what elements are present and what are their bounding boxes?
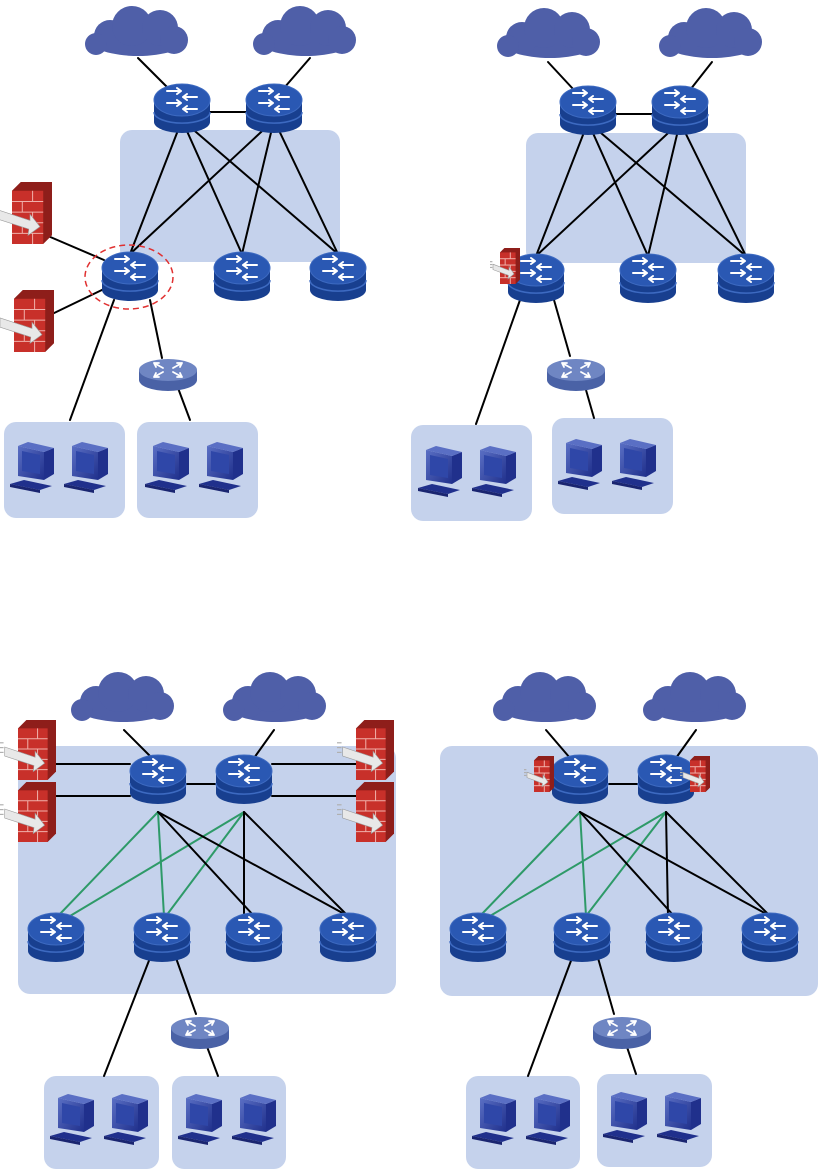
cloud-icon (71, 672, 174, 722)
cloud-icon (497, 8, 600, 58)
link-line (586, 390, 594, 418)
core-switch-icon (214, 252, 270, 301)
core-switch-icon (620, 254, 676, 303)
link-line (206, 1044, 218, 1076)
core-switch-icon (560, 86, 616, 135)
core-switch-icon (246, 84, 302, 133)
link-line (70, 300, 114, 420)
link-line (554, 300, 570, 356)
core-switch-icon (450, 913, 506, 962)
link-line (50, 288, 106, 315)
cloud-icon (253, 6, 356, 56)
core-switch-icon (320, 913, 376, 962)
core-switch-icon (310, 252, 366, 301)
firewall-icon (0, 720, 56, 780)
router-icon (593, 1017, 651, 1049)
firewall-icon (0, 782, 56, 842)
cloud-icon (223, 672, 326, 722)
link-line (548, 62, 574, 90)
link-line (138, 58, 168, 88)
core-switch-icon (216, 755, 272, 804)
core-switch-icon (154, 84, 210, 133)
link-line (150, 300, 162, 358)
core-switch-icon (718, 254, 774, 303)
firewall-icon (0, 290, 54, 352)
firewall-icon (0, 182, 52, 244)
link-line (284, 58, 310, 88)
link-line (178, 388, 190, 420)
link-line (476, 300, 520, 424)
firewall-card-icon (490, 248, 520, 284)
cloud-icon (659, 8, 762, 58)
cloud-icon (493, 672, 596, 722)
cloud-icon (85, 6, 188, 56)
core-switch-icon (28, 913, 84, 962)
core-switch-icon (652, 86, 708, 135)
core-switch-icon (226, 913, 282, 962)
core-switch-icon (130, 755, 186, 804)
core-switch-icon (646, 913, 702, 962)
router-icon (547, 359, 605, 391)
cloud-icon (643, 672, 746, 722)
core-switch-icon (134, 913, 190, 962)
core-switch-icon (552, 755, 608, 804)
core-switch-icon (102, 252, 158, 301)
router-icon (171, 1017, 229, 1049)
router-icon (139, 359, 197, 391)
core-switch-icon (638, 755, 694, 804)
link-line (690, 62, 712, 90)
core-switch-icon (742, 913, 798, 962)
core-switch-icon (554, 913, 610, 962)
